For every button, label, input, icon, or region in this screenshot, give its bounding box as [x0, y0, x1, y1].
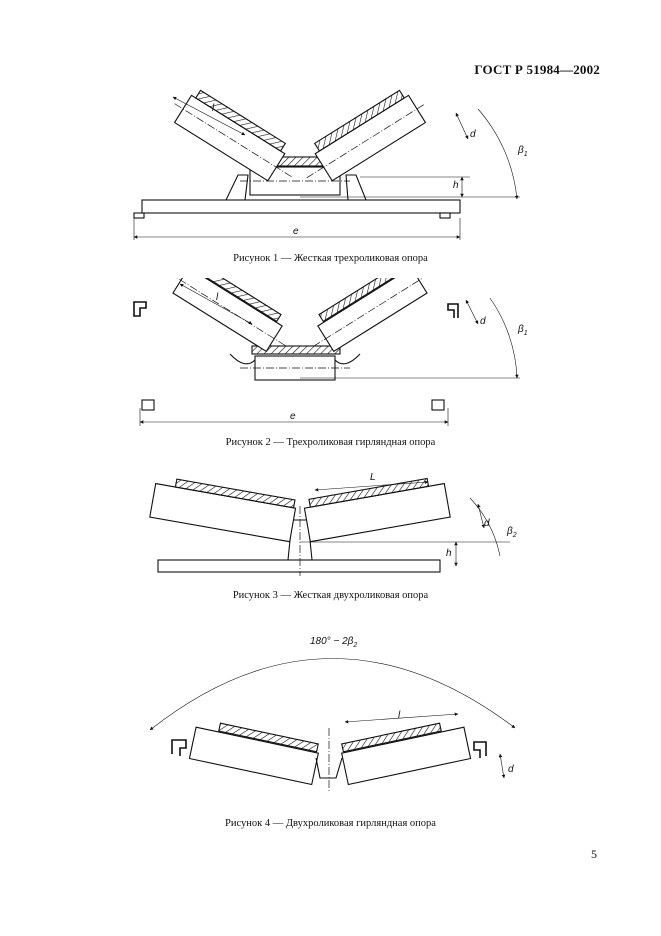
label-h: h	[446, 548, 452, 559]
label-beta: β2	[506, 526, 517, 539]
page-number: 5	[591, 847, 597, 861]
figure-2: l d β1 e Рисунок 2 — Трехроликовая гирля…	[0, 278, 661, 453]
label-angle: 180° − 2β2	[310, 636, 357, 649]
figure-1-caption: Рисунок 1 — Жесткая трехроликовая опора	[233, 253, 428, 264]
figure-3-drawing: L d β2 h	[149, 472, 517, 576]
figure-4-drawing: 180° − 2β2 l d	[149, 636, 516, 793]
figure-3-caption: Рисунок 3 — Жесткая двухроликовая опора	[232, 590, 429, 601]
figure-2-caption: Рисунок 2 — Трехроликовая гирляндная опо…	[225, 437, 436, 448]
label-d: d	[470, 129, 476, 140]
figure-1-drawing: l d β1 h e	[133, 89, 528, 240]
document-header: ГОСТ Р 51984—2002	[474, 62, 600, 77]
label-e: e	[293, 226, 299, 237]
figure-3: L d β2 h Рисунок 3 — Жесткая двухроликов…	[0, 466, 661, 611]
figure-4-caption: Рисунок 4 — Двухроликовая гирляндная опо…	[225, 818, 436, 829]
label-h: h	[453, 180, 459, 191]
label-d: d	[480, 316, 486, 327]
label-d: d	[484, 518, 490, 529]
figure-1: l d β1 h e Рисунок 1 — Жесткая трехролик…	[0, 85, 661, 275]
label-e: e	[290, 411, 296, 422]
label-l: l	[212, 103, 215, 114]
figure-4: 180° − 2β2 l d Рисунок 4 — Двухроликовая…	[0, 628, 661, 838]
label-l: L	[370, 472, 376, 483]
label-beta: β1	[517, 324, 528, 337]
label-l: l	[216, 292, 219, 303]
label-d: d	[508, 764, 514, 775]
figure-2-drawing: l d β1 e	[133, 278, 528, 426]
label-l: l	[398, 710, 401, 721]
label-beta: β1	[517, 145, 528, 158]
